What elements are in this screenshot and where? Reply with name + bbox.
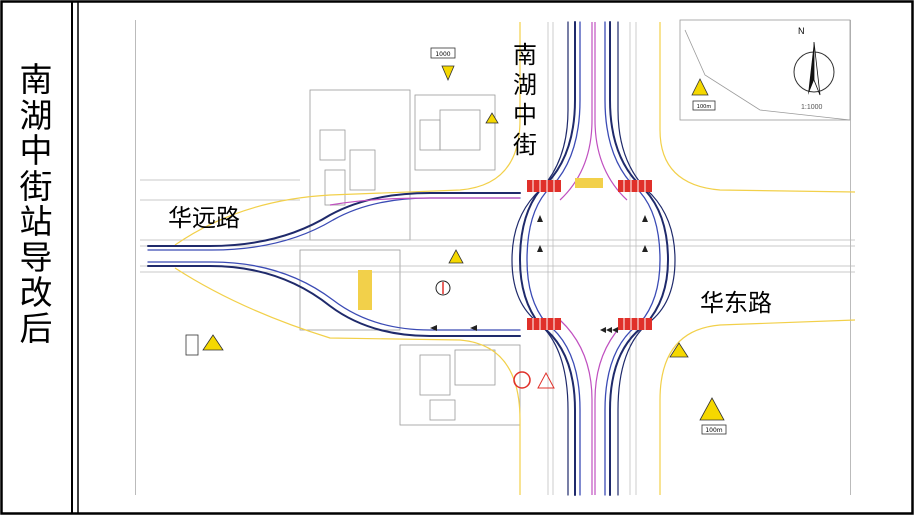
median-lines xyxy=(329,22,628,495)
north-label: N xyxy=(798,26,805,36)
road-label-char: 湖 xyxy=(513,71,537,99)
title-char: 中 xyxy=(19,131,53,170)
scale-label: 1:1000 xyxy=(801,104,823,111)
red-circle-marker xyxy=(513,371,531,389)
warning-signs xyxy=(202,65,725,421)
sign-plates xyxy=(185,47,727,435)
title-char: 南 xyxy=(19,60,53,99)
drawing-title: 南 湖 中 街 站 导 改 后 xyxy=(6,62,66,346)
title-char: 后 xyxy=(19,308,53,348)
title-char: 街 xyxy=(19,166,53,206)
crosswalks xyxy=(527,180,652,330)
street-edges xyxy=(140,22,855,495)
title-char: 湖 xyxy=(19,95,53,135)
sign-plate-text: 1000 xyxy=(435,51,450,58)
road-label-char: 南 xyxy=(513,41,537,69)
sign-plate-text: 100m xyxy=(705,427,722,434)
road-label-char: 中 xyxy=(513,101,537,129)
building-outlines xyxy=(299,19,851,426)
road-label-west: 华远路 xyxy=(168,204,240,232)
title-char: 站 xyxy=(19,202,53,241)
yellow-markings xyxy=(358,178,603,310)
lane-arrows xyxy=(430,215,648,333)
background-features xyxy=(135,20,851,495)
sign-plate-text: 100m xyxy=(697,104,712,110)
realigned-roads xyxy=(147,21,676,496)
north-arrow-icon xyxy=(793,41,835,96)
road-label-char: 街 xyxy=(513,131,537,159)
road-label-north: 南 湖 中 街 xyxy=(513,40,543,160)
crosswalk-stripes xyxy=(532,180,646,330)
title-char: 导 xyxy=(19,237,53,277)
no-entry-sign xyxy=(435,280,451,296)
title-char: 改 xyxy=(19,273,53,312)
road-label-east: 华东路 xyxy=(700,289,772,317)
